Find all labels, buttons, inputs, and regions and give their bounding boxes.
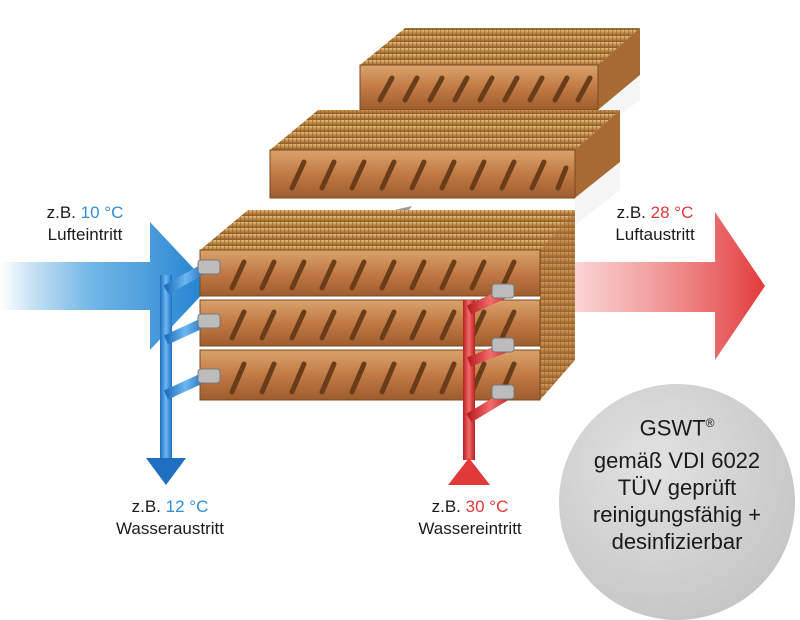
air-inlet-text: Lufteintritt	[47, 225, 123, 244]
water-outlet-pipe	[146, 259, 221, 485]
air-inlet-temp: 10 °C	[80, 203, 124, 222]
air-inlet-arrow	[0, 222, 210, 350]
badge-line-3: reinigungsfähig +	[592, 502, 762, 528]
badge-line-1: gemäß VDI 6022	[593, 448, 761, 474]
water-outlet-temp: 12 °C	[165, 497, 209, 516]
badge-line-2: TÜV geprüft	[617, 475, 737, 501]
coil-module-middle	[269, 110, 620, 225]
coil-block-main	[199, 210, 575, 401]
water-inlet-temp: 30 °C	[465, 497, 509, 516]
water-outlet-text: Wasseraustritt	[115, 519, 224, 538]
water-inlet-label: z.B. 30 °C Wassereintritt	[400, 496, 540, 540]
air-outlet-prefix: z.B.	[616, 203, 646, 222]
water-inlet-pipe	[448, 283, 515, 485]
certification-badge: GSWT® gemäß VDI 6022 TÜV geprüft reinigu…	[559, 384, 795, 620]
water-outlet-label: z.B. 12 °C Wasseraustritt	[100, 496, 240, 540]
registered-mark: ®	[705, 416, 715, 430]
air-outlet-text: Luftaustritt	[615, 225, 695, 244]
water-outlet-prefix: z.B.	[131, 497, 161, 516]
water-inlet-text: Wassereintritt	[418, 519, 522, 538]
air-inlet-prefix: z.B.	[46, 203, 76, 222]
badge-brand: GSWT®	[639, 415, 715, 441]
water-inlet-prefix: z.B.	[431, 497, 461, 516]
air-outlet-temp: 28 °C	[650, 203, 694, 222]
coil-module-top	[359, 28, 640, 130]
air-outlet-arrow	[575, 212, 765, 360]
air-outlet-label: z.B. 28 °C Luftaustritt	[595, 202, 715, 246]
air-inlet-label: z.B. 10 °C Lufteintritt	[25, 202, 145, 246]
badge-line-4: desinfizierbar	[611, 529, 743, 555]
